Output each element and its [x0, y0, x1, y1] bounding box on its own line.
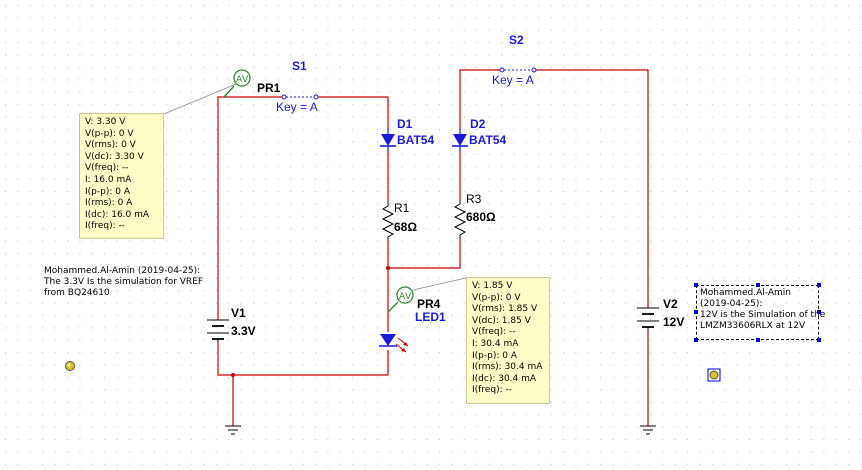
- note-pin-icon[interactable]: [65, 361, 75, 371]
- readout-line: I: 30.4 mA: [472, 338, 519, 349]
- switch-s1[interactable]: [281, 94, 319, 100]
- comment-note-vref[interactable]: Mohammed.Al-Amin (2019-04-25): The 3.3V …: [44, 266, 204, 298]
- selection-handle[interactable]: [694, 310, 698, 314]
- comment-note-lmzm[interactable]: Mohammed.Al-Amin (2019-04-25): 12V is th…: [696, 285, 825, 340]
- selection-handle[interactable]: [817, 310, 821, 314]
- readout-line: I(freq): --: [472, 385, 512, 396]
- readout-line: V(freq): --: [472, 327, 516, 338]
- readout-line: V(rms): 0 V: [85, 140, 136, 151]
- readout-line: I(freq): --: [85, 221, 125, 232]
- ground-icon[interactable]: [225, 425, 241, 435]
- wire-s2-v2[interactable]: [536, 69, 649, 308]
- readout-line: V(dc): 3.30 V: [85, 151, 144, 162]
- battery-v1[interactable]: [207, 319, 229, 342]
- ground-icon[interactable]: [640, 425, 656, 435]
- led-led1[interactable]: [379, 334, 409, 353]
- selection-handle[interactable]: [694, 283, 698, 287]
- wire-s1-d1[interactable]: [318, 96, 389, 128]
- probe-pr1-readout: V: 3.30 V V(p-p): 0 V V(rms): 0 V V(dc):…: [79, 113, 164, 239]
- r3-name: R3: [466, 192, 482, 206]
- s1-key: Key = A: [276, 100, 318, 114]
- selection-handle[interactable]: [817, 338, 821, 342]
- readout-line: I(dc): 16.0 mA: [85, 209, 150, 220]
- readout-line: I(dc): 30.4 mA: [472, 373, 537, 384]
- readout-line: I(p-p): 0 A: [85, 186, 130, 197]
- readout-line: V(dc): 1.85 V: [472, 315, 531, 326]
- d1-name: D1: [397, 117, 413, 131]
- selection-handle[interactable]: [756, 338, 760, 342]
- r3-value: 680Ω: [466, 210, 496, 224]
- svg-text:V: V: [242, 75, 249, 85]
- readout-line: I: 16.0 mA: [85, 174, 132, 185]
- led1-name: LED1: [415, 310, 446, 324]
- v2-value: 12V: [663, 315, 684, 329]
- junction-dot: [231, 373, 235, 377]
- readout-line: I(rms): 0 A: [85, 198, 133, 209]
- svg-text:A: A: [236, 75, 243, 85]
- pr1-name: PR1: [257, 81, 281, 95]
- readout-line: V(rms): 1.85 V: [472, 304, 538, 315]
- r1-value: 68Ω: [394, 220, 417, 234]
- readout-line: V(p-p): 0 V: [472, 292, 521, 303]
- selection-handle[interactable]: [694, 338, 698, 342]
- switch-s2[interactable]: [499, 67, 537, 73]
- readout-line: V(p-p): 0 V: [85, 128, 134, 139]
- svg-text:V: V: [405, 292, 412, 302]
- wire-led-bottom[interactable]: [217, 342, 389, 376]
- s2-key: Key = A: [492, 73, 534, 87]
- diode-d2[interactable]: [452, 128, 468, 152]
- readout-line: V: 1.85 V: [472, 281, 513, 291]
- pr4-name: PR4: [417, 297, 441, 311]
- diode-d1[interactable]: [380, 128, 396, 152]
- resistor-r1[interactable]: [381, 202, 395, 240]
- r1-name: R1: [394, 201, 410, 215]
- note-pin-icon[interactable]: [707, 368, 721, 382]
- wires: [217, 69, 649, 426]
- junction-dot: [386, 266, 390, 270]
- d2-part: BAT54: [469, 133, 506, 147]
- probe-pr4[interactable]: A V: [387, 277, 467, 313]
- v1-name: V1: [231, 306, 246, 320]
- d2-name: D2: [470, 117, 486, 131]
- v1-value: 3.3V: [231, 324, 256, 338]
- probe-pr4-readout: V: 1.85 V V(p-p): 0 V V(rms): 1.85 V V(d…: [466, 277, 550, 404]
- wire-d2-s2[interactable]: [459, 69, 500, 128]
- s1-name: S1: [292, 59, 307, 73]
- readout-line: I(p-p): 0 A: [472, 350, 517, 361]
- probe-pr1[interactable]: A V: [163, 69, 251, 115]
- selection-handle[interactable]: [817, 283, 821, 287]
- wire-node-r3[interactable]: [388, 238, 461, 269]
- s2-name: S2: [509, 33, 524, 47]
- readout-line: V(freq): --: [85, 163, 129, 174]
- svg-text:A: A: [399, 292, 406, 302]
- resistor-r3[interactable]: [453, 200, 467, 238]
- wire-v1-top[interactable]: [217, 96, 282, 320]
- readout-line: I(rms): 30.4 mA: [472, 362, 543, 373]
- battery-v2[interactable]: [637, 307, 659, 330]
- selection-handle[interactable]: [756, 283, 760, 287]
- v2-name: V2: [663, 297, 678, 311]
- readout-line: V: 3.30 V: [85, 117, 126, 127]
- d1-part: BAT54: [397, 133, 434, 147]
